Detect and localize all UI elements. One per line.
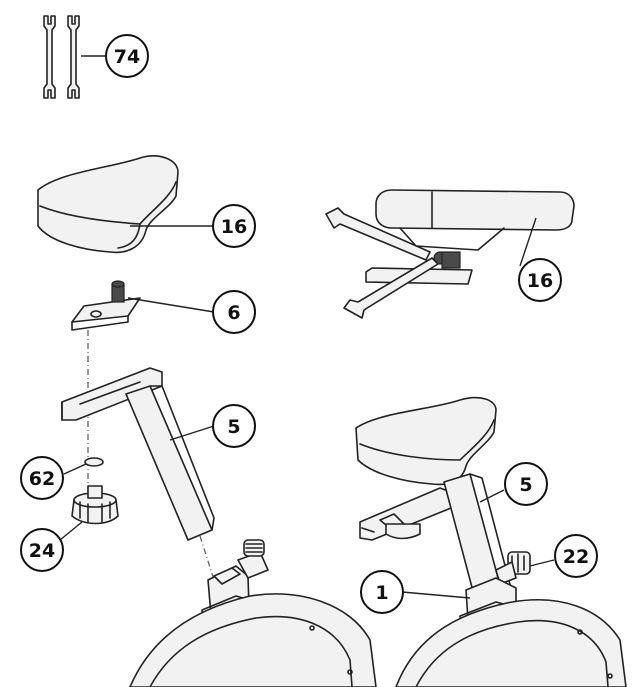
callout-5-right: 5 <box>504 462 548 506</box>
callout-5-left-label: 5 <box>227 416 240 438</box>
bike-frame-left <box>129 539 377 687</box>
callout-1: 1 <box>360 570 404 614</box>
callout-62: 62 <box>20 456 64 500</box>
callout-74-label: 74 <box>114 46 140 68</box>
callout-6: 6 <box>212 290 256 334</box>
callout-16-left: 16 <box>212 204 256 248</box>
callout-6-label: 6 <box>227 302 240 324</box>
adjust-knob-right <box>495 551 531 585</box>
seat-assembled <box>355 396 513 611</box>
callout-16-right-label: 16 <box>527 270 553 292</box>
callout-62-label: 62 <box>29 468 55 490</box>
callout-74: 74 <box>105 34 149 78</box>
callout-22-label: 22 <box>563 546 589 568</box>
bike-frame-right <box>395 577 627 687</box>
washer <box>84 457 104 467</box>
callout-24: 24 <box>20 528 64 572</box>
callout-5-right-label: 5 <box>519 474 532 496</box>
callout-16-left-label: 16 <box>221 216 247 238</box>
callout-1-label: 1 <box>375 582 388 604</box>
callout-22: 22 <box>554 534 598 578</box>
wrench-pair-icon <box>43 15 80 99</box>
callout-24-label: 24 <box>29 540 55 562</box>
seat-underside <box>325 189 575 319</box>
callout-5-left: 5 <box>212 404 256 448</box>
seat-post-left <box>61 367 215 581</box>
seat-cushion <box>37 155 179 254</box>
seat-slider <box>71 280 141 331</box>
callout-16-right: 16 <box>518 258 562 302</box>
adjust-knob-left <box>71 485 119 525</box>
